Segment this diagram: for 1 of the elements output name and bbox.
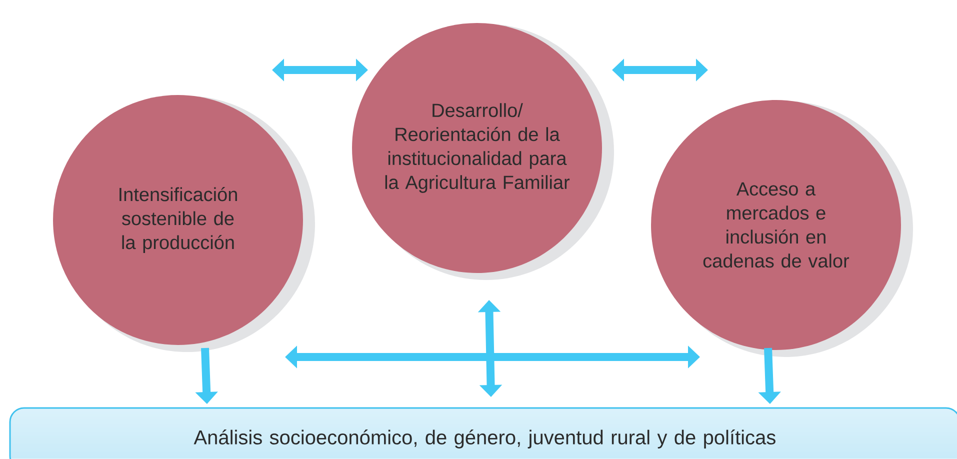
- banner-box: Análisis socioeconómico, de género, juventud rural y de políticas: [9, 407, 957, 459]
